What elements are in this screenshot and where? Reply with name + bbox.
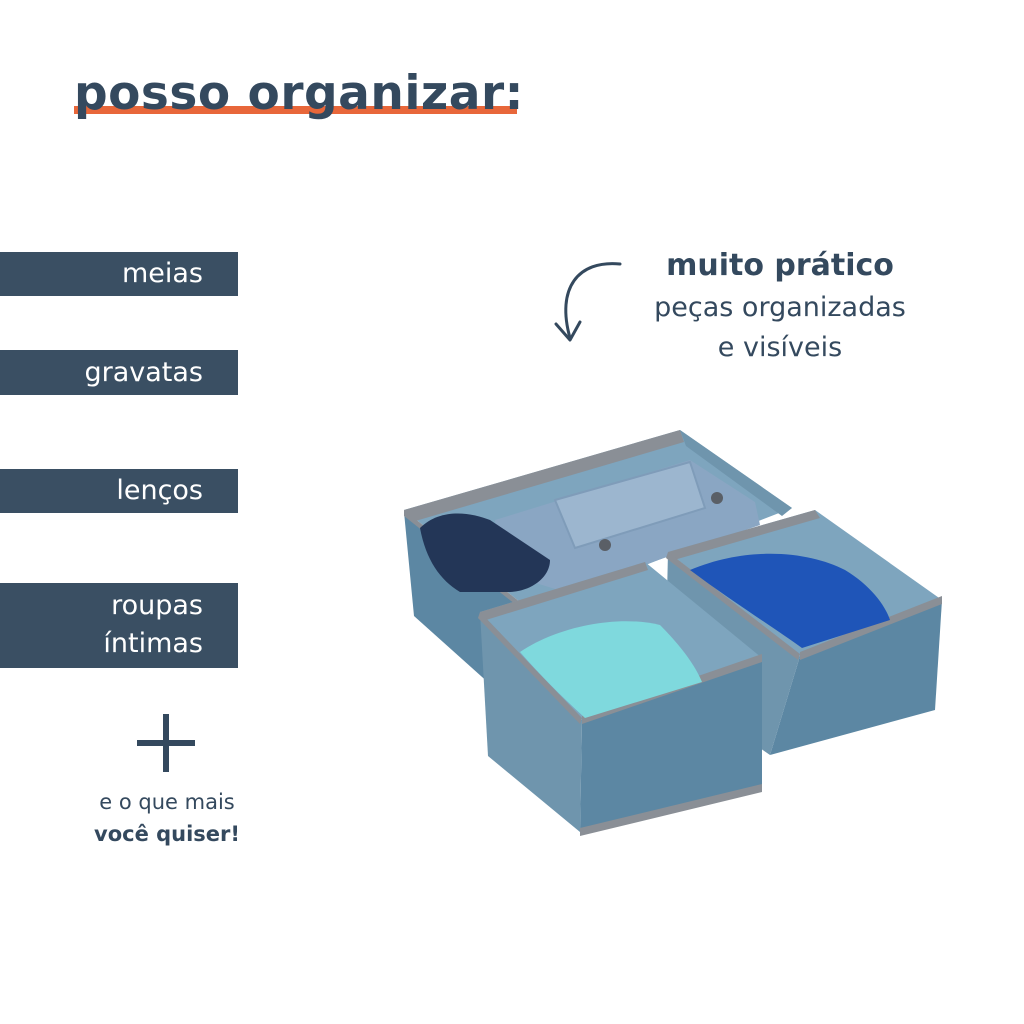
more-line2: você quiser! <box>94 822 240 846</box>
plus-icon <box>137 714 195 772</box>
category-lencos: lenços <box>0 469 238 513</box>
practical-block: muito prático peças organizadas e visíve… <box>630 244 930 368</box>
heading-underline <box>74 106 517 114</box>
category-label: lenços <box>116 475 203 506</box>
front-organizer-box <box>478 562 762 836</box>
organizer-boxes-image <box>404 430 942 836</box>
category-label: gravatas <box>84 357 203 388</box>
category-label: meias <box>121 258 203 289</box>
more-line1: e o que mais <box>99 790 235 814</box>
category-label-line2: íntimas <box>103 628 203 659</box>
page-title: posso organizar: <box>74 66 524 121</box>
practical-title: muito prático <box>666 248 894 283</box>
heading-block: posso organizar: <box>74 62 524 126</box>
practical-line1: peças organizadas <box>654 292 906 323</box>
curved-arrow-down-icon <box>554 262 622 342</box>
category-gravatas: gravatas <box>0 350 238 395</box>
more-text: e o que mais você quiser! <box>62 786 272 850</box>
category-meias: meias <box>0 252 238 296</box>
practical-line2: e visíveis <box>717 332 843 363</box>
category-roupas-intimas: roupas íntimas <box>0 583 238 668</box>
category-label-line1: roupas <box>111 590 203 621</box>
